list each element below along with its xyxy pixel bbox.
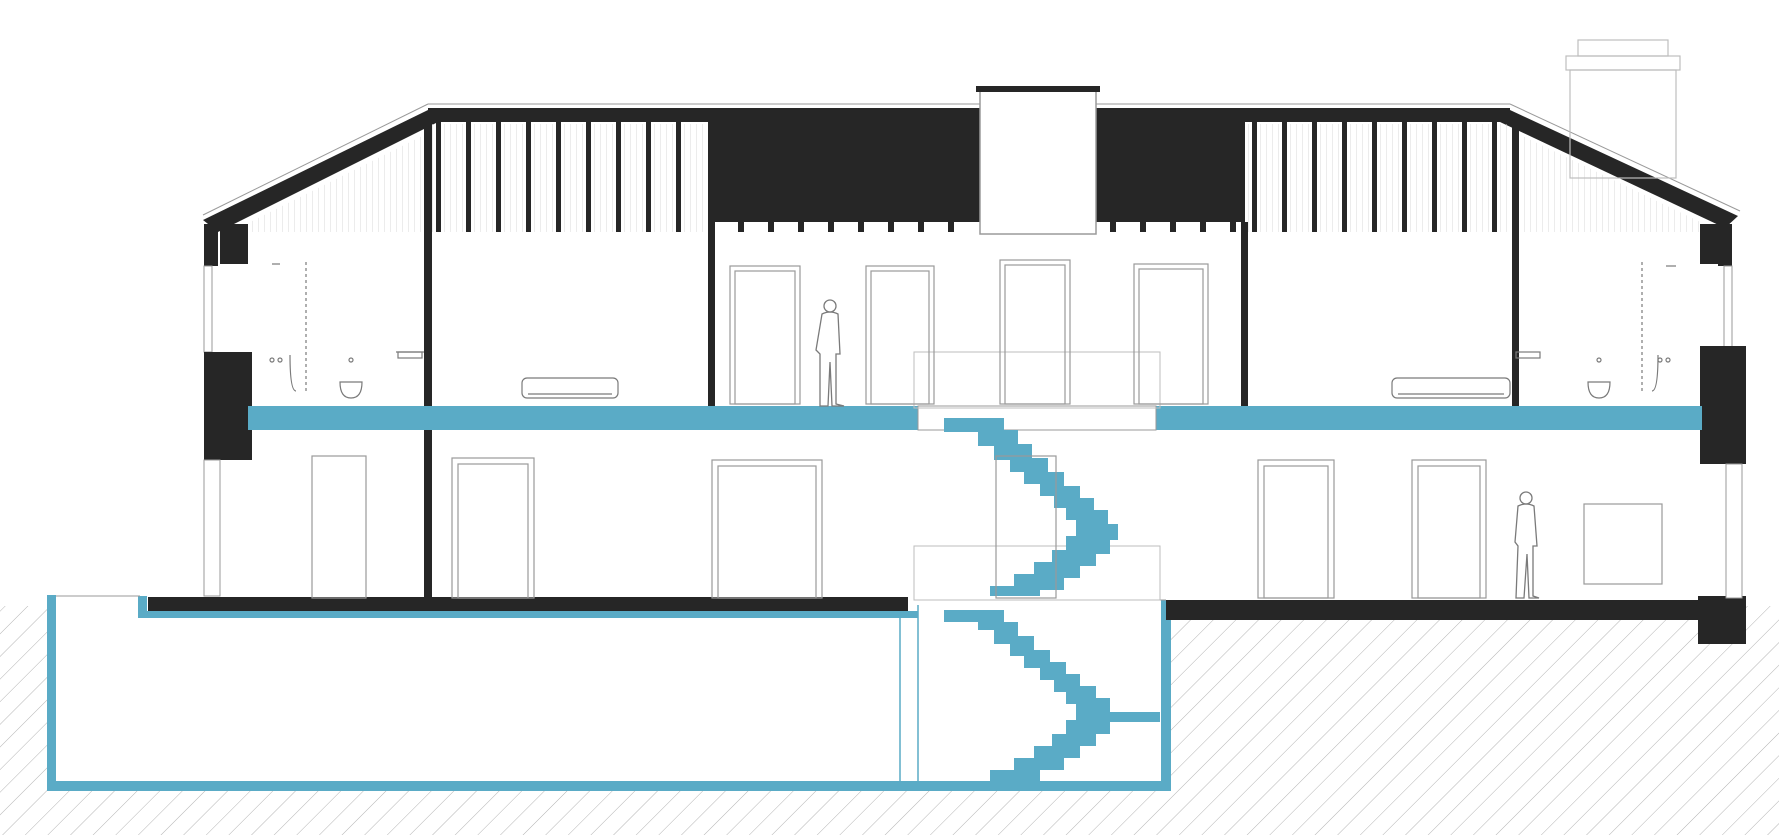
exterior-walls [203,224,1746,599]
roof [202,39,1741,235]
ground-floor-slab [148,596,1746,644]
staircase-lower [944,610,1160,782]
human-figure-upper [815,299,845,407]
doors-ground [311,455,1663,599]
human-figure-ground [1514,491,1540,599]
doors-upper [729,259,1209,405]
bathroom-fixtures [269,262,1676,399]
interior-walls [424,118,1519,598]
upper-floor-slab [248,351,1702,601]
staircase-upper [944,418,1118,596]
